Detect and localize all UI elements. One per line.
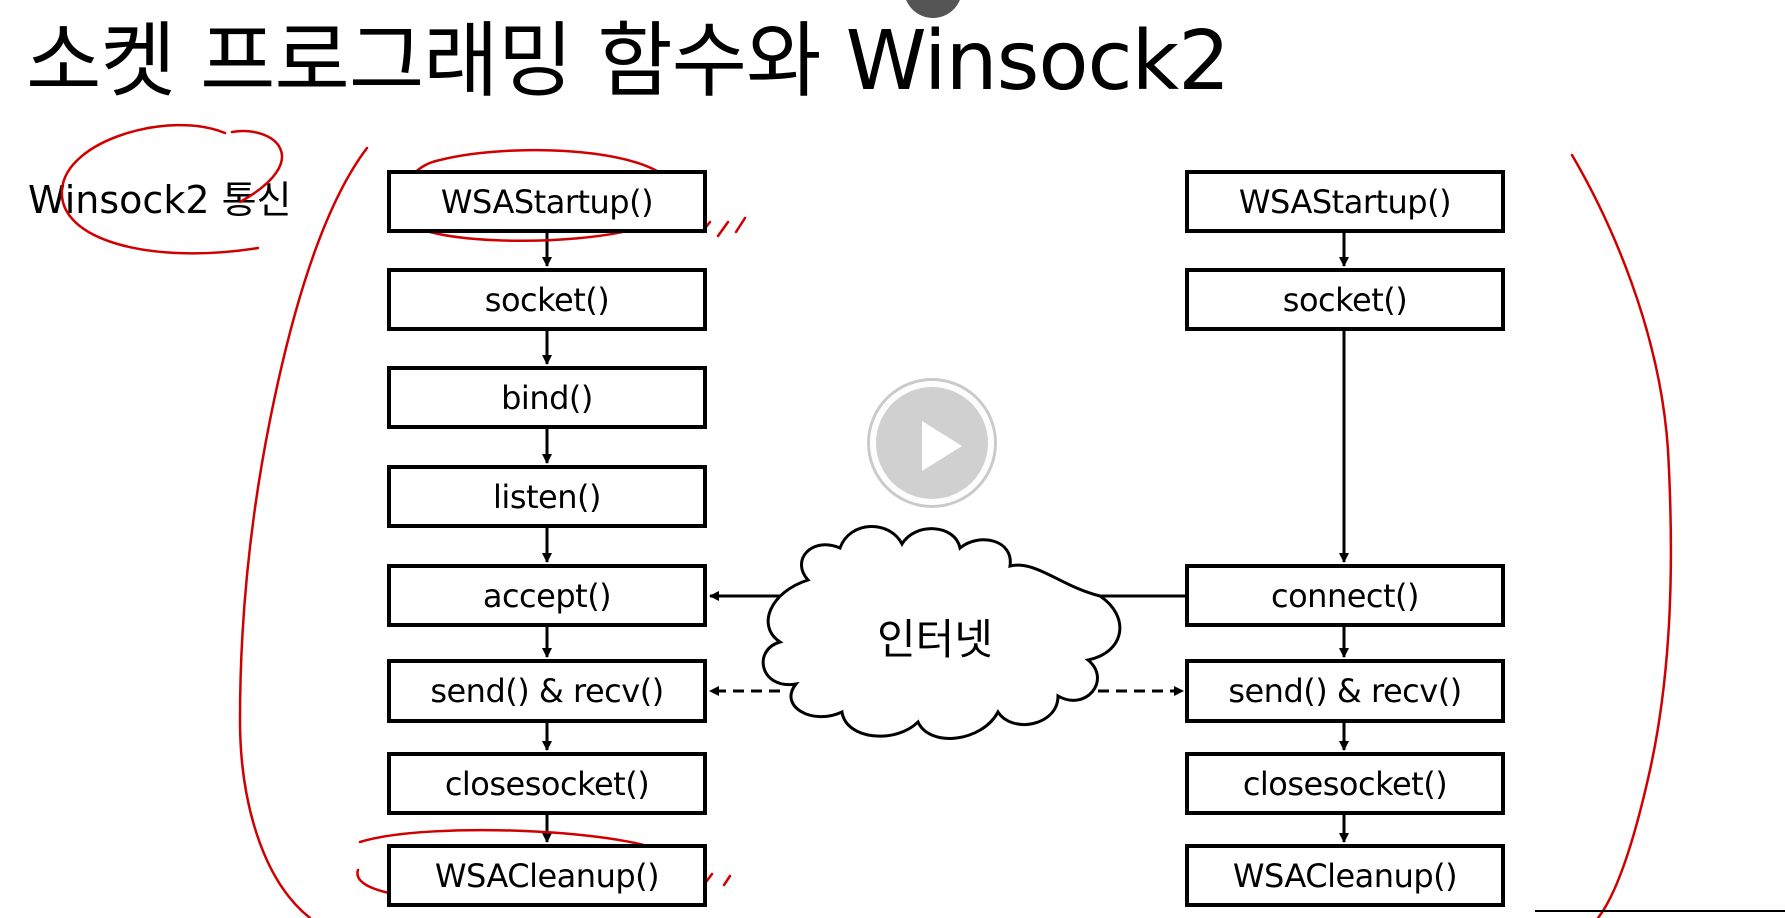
play-button[interactable] bbox=[870, 381, 994, 505]
client-step-closesocket: closesocket() bbox=[1185, 752, 1505, 815]
client-step-wsacleanup: WSACleanup() bbox=[1185, 844, 1505, 907]
server-step-accept: accept() bbox=[387, 564, 707, 627]
client-step-connect: connect() bbox=[1185, 564, 1505, 627]
client-step-send-recv: send() & recv() bbox=[1185, 659, 1505, 723]
cloud-label: 인터넷 bbox=[877, 615, 993, 664]
internet-cloud bbox=[761, 525, 1122, 740]
server-step-wsacleanup: WSACleanup() bbox=[387, 844, 707, 907]
client-step-socket: socket() bbox=[1185, 268, 1505, 331]
client-step-wsastartup: WSAStartup() bbox=[1185, 170, 1505, 233]
video-overlay-dot bbox=[904, 0, 962, 18]
server-step-wsastartup: WSAStartup() bbox=[387, 170, 707, 233]
slide-subtitle: Winsock2 통신 bbox=[28, 178, 292, 222]
server-step-bind: bind() bbox=[387, 366, 707, 429]
server-step-closesocket: closesocket() bbox=[387, 752, 707, 815]
server-step-socket: socket() bbox=[387, 268, 707, 331]
server-step-listen: listen() bbox=[387, 465, 707, 528]
server-step-send-recv: send() & recv() bbox=[387, 659, 707, 723]
slide-title: 소켓 프로그래밍 함수와 Winsock2 bbox=[26, 14, 1230, 109]
